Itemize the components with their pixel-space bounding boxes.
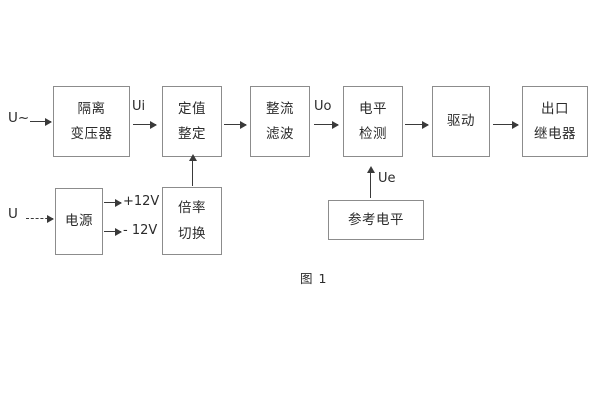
- block-power-supply: 电源: [55, 188, 103, 255]
- arrow-multiplier-switch-to-setpoint-adjust: [188, 154, 197, 186]
- arrow-power-supply-positive-rail: [104, 198, 122, 207]
- block-level-detection: 电平 检测: [343, 86, 403, 157]
- signal-label-ue: Ue: [378, 171, 396, 186]
- signal-label-uo: Uo: [314, 99, 332, 114]
- ac-input-label: U~: [8, 110, 30, 126]
- block-rectifier-filter-line-1: 整流: [266, 100, 294, 117]
- arrow-dc-input-to-power-supply: [26, 215, 54, 223]
- block-reference-level: 参考电平: [328, 200, 424, 240]
- dc-input-label: U: [8, 206, 18, 222]
- supply-rail-positive-label: +12V: [123, 194, 160, 209]
- arrow-driver-to-output-relay: [493, 120, 519, 129]
- block-rectifier-filter-line-2: 滤波: [266, 126, 294, 142]
- arrow-ac-input-to-isolation-transformer: [30, 117, 52, 126]
- arrow-setpoint-adjust-to-rectifier-filter: [224, 120, 247, 129]
- arrow-power-supply-negative-rail: [104, 227, 122, 236]
- block-level-detection-line-1: 电平: [359, 100, 387, 117]
- supply-rail-negative-label: - 12V: [123, 223, 158, 238]
- block-isolation-transformer-line-2: 变压器: [70, 126, 113, 142]
- block-output-relay-line-2: 继电器: [534, 126, 576, 142]
- block-output-relay: 出口 继电器: [522, 86, 588, 157]
- block-multiplier-switch-line-1: 倍率: [178, 200, 206, 217]
- arrow-level-detection-to-driver: [405, 120, 429, 129]
- block-isolation-transformer: 隔离 变压器: [53, 86, 130, 157]
- block-setpoint-adjust-line-1: 定值: [178, 100, 206, 117]
- block-driver-line-1: 驱动: [447, 113, 475, 130]
- signal-label-ui: Ui: [132, 99, 146, 114]
- block-output-relay-line-1: 出口: [541, 100, 569, 117]
- block-isolation-transformer-line-1: 隔离: [77, 100, 106, 117]
- arrow-isolation-transformer-to-setpoint-adjust: [133, 120, 157, 129]
- figure-caption: 图 1: [300, 271, 328, 286]
- block-level-detection-line-2: 检测: [359, 126, 387, 142]
- block-setpoint-adjust-line-2: 整定: [178, 126, 206, 142]
- block-setpoint-adjust: 定值 整定: [162, 86, 222, 157]
- block-reference-level-line-1: 参考电平: [348, 211, 404, 228]
- block-multiplier-switch: 倍率 切换: [162, 187, 222, 255]
- arrow-reference-level-to-level-detection: [366, 166, 375, 198]
- block-multiplier-switch-line-2: 切换: [178, 225, 206, 242]
- block-rectifier-filter: 整流 滤波: [250, 86, 310, 157]
- arrow-rectifier-filter-to-level-detection: [314, 120, 339, 129]
- block-driver: 驱动: [432, 86, 490, 157]
- block-power-supply-line-1: 电源: [65, 213, 93, 230]
